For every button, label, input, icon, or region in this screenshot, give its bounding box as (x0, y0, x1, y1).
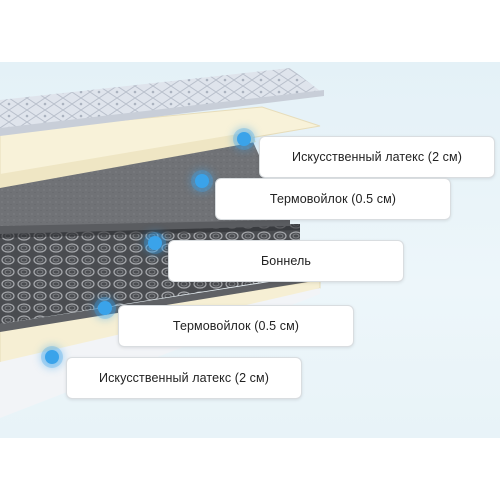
top-latex-side (0, 132, 256, 188)
marker-felt-bottom (98, 301, 112, 315)
top-felt-edge (0, 220, 290, 234)
marker-bonnel (148, 236, 162, 250)
callout-latex-top: Искусственный латекс (2 см) (259, 136, 495, 178)
top-cover-edge (0, 90, 324, 136)
bottom-felt-layer (0, 274, 320, 332)
marker-latex-top (237, 132, 251, 146)
callout-bonnel: Боннель (168, 240, 404, 282)
marker-felt-top (195, 174, 209, 188)
marker-latex-bottom (45, 350, 59, 364)
callout-felt-top: Термовойлок (0.5 см) (215, 178, 451, 220)
top-cover-layer (0, 68, 324, 134)
callout-latex-bottom: Искусственный латекс (2 см) (66, 357, 302, 399)
callout-felt-bottom: Термовойлок (0.5 см) (118, 305, 354, 347)
